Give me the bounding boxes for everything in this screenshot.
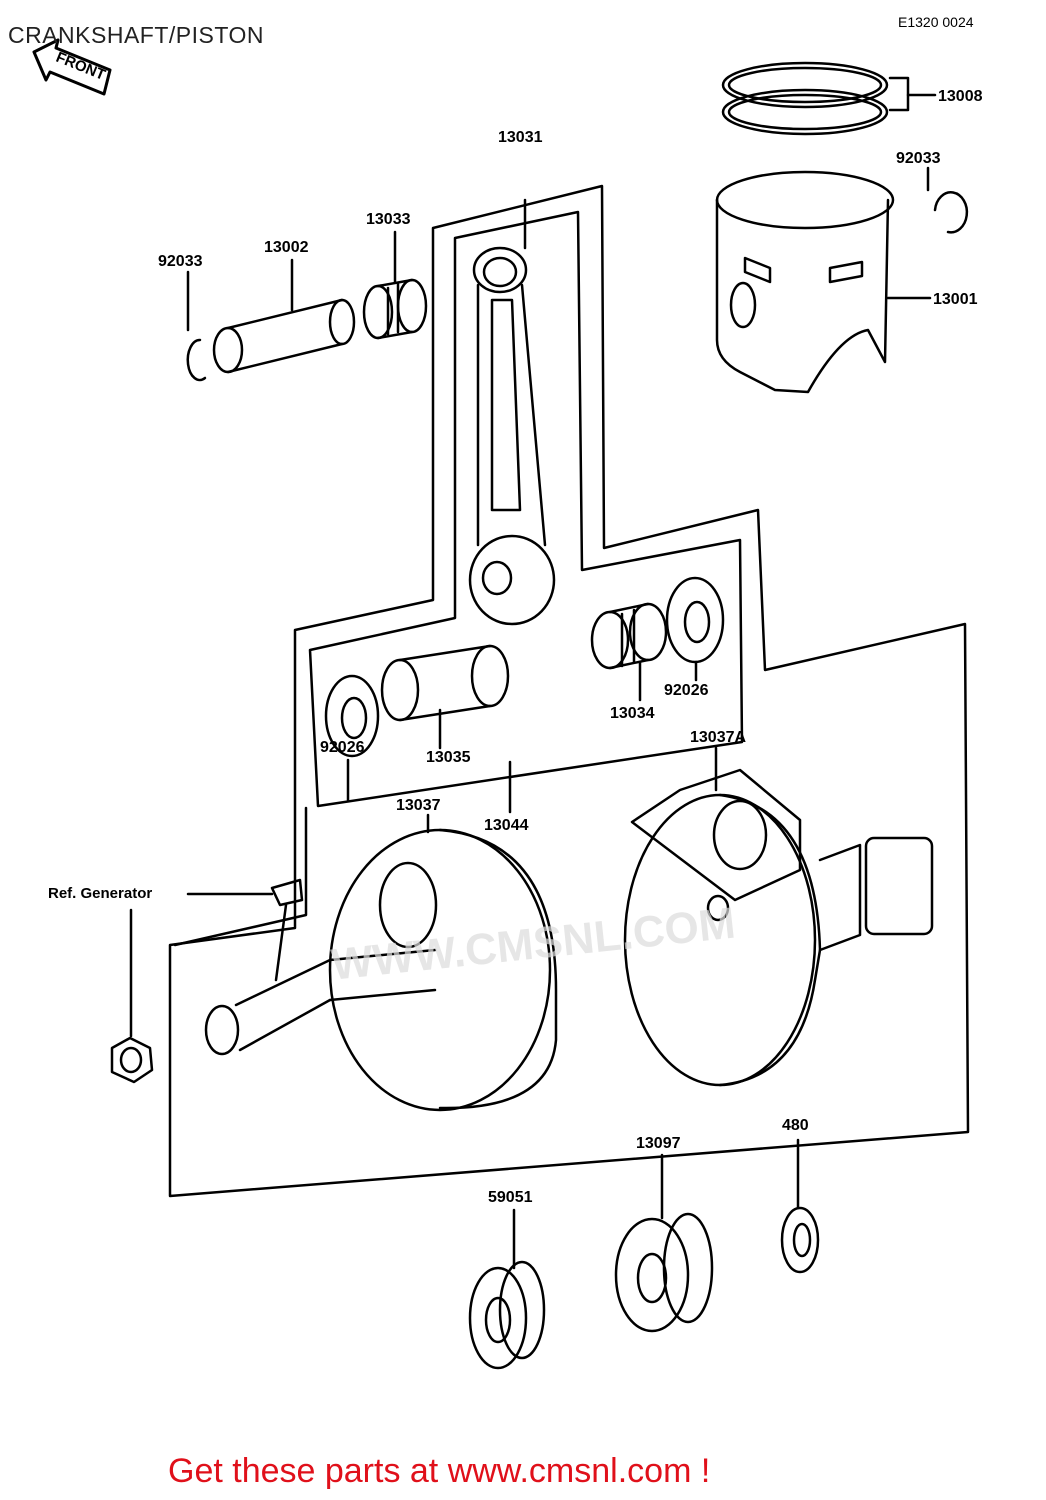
diagram-code: E1320 0024 [898,14,974,30]
gear-59051 [468,1208,546,1370]
label-92026-left: 92026 [320,739,365,756]
label-13034: 13034 [610,705,655,722]
label-92033-right: 92033 [896,150,941,167]
nut-icon [110,908,154,1084]
label-13037A: 13037A [690,729,746,746]
label-ref-generator: Ref. Generator [48,885,152,902]
front-badge-label: FRONT [53,49,107,84]
crankshaft-half-right [623,746,934,1087]
label-13097: 13097 [636,1135,681,1152]
assembly-outline-13031 [168,184,970,1198]
front-arrow-icon [32,38,112,96]
label-13001: 13001 [933,291,978,308]
page-title: CRANKSHAFT/PISTON [8,22,264,48]
connecting-rod [468,198,556,626]
label-59051: 59051 [488,1189,533,1206]
label-92033-left: 92033 [158,253,203,270]
crank-box [173,806,308,947]
label-92026-right: 92026 [664,682,709,699]
watermark: WWW.CMSNL.COM [329,899,738,990]
thrust-washer-left [324,674,380,802]
label-13037: 13037 [396,797,441,814]
label-13008: 13008 [938,88,983,105]
piston-pin [212,258,356,374]
crankshaft-half-left [204,813,558,1112]
circlip-right [926,166,969,234]
woodruff-key [186,878,304,982]
label-13035: 13035 [426,749,471,766]
piston-rings [721,61,937,136]
label-13033: 13033 [366,211,411,228]
circlip-left [186,270,207,382]
big-end-bearing [590,602,668,702]
small-end-bearing [362,230,428,340]
piston [715,170,932,394]
gear-13097 [614,1153,714,1333]
washer-480 [780,1138,820,1274]
conrod-outline [308,210,744,808]
label-13031: 13031 [498,129,543,146]
label-13044: 13044 [484,817,529,834]
crank-pin [380,644,510,750]
label-480: 480 [782,1117,809,1134]
label-13002: 13002 [264,239,309,256]
thrust-washer-right [665,576,725,682]
footer-link[interactable]: Get these parts at www.cmsnl.com ! [168,1452,711,1490]
